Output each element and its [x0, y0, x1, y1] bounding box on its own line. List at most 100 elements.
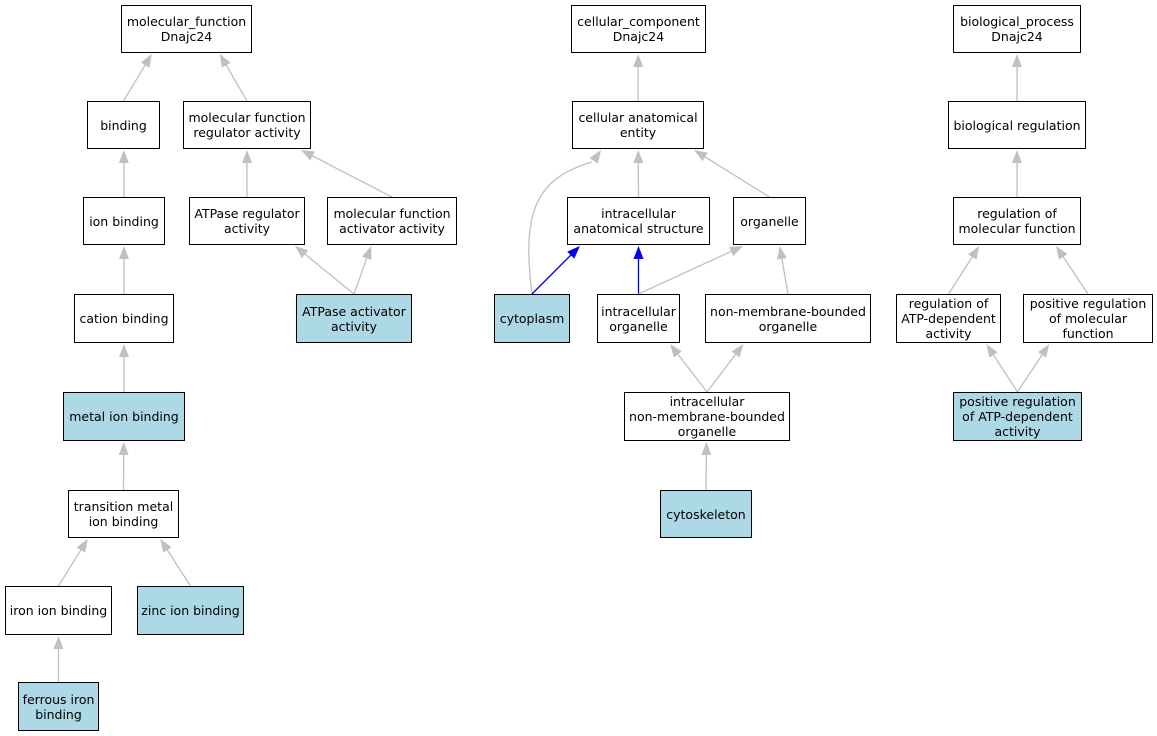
edge-arrowhead	[119, 344, 129, 357]
node-intracellular-anatomical-structure[interactable]: intracellular anatomical structure	[567, 197, 710, 245]
edge-line	[311, 154, 393, 198]
node-molecular-function-regulator-activity[interactable]: molecular function regulator activity	[183, 101, 311, 149]
node-molecular-function-activator-activity[interactable]: molecular function activator activity	[327, 197, 457, 245]
node-label: organelle	[740, 213, 799, 229]
edge-arrowhead	[986, 344, 998, 358]
node-molecular-function-root[interactable]: molecular_function Dnajc24	[121, 5, 252, 53]
node-label: cytoskeleton	[666, 506, 746, 522]
edge-line	[1016, 353, 1044, 393]
node-label: cellular anatomical entity	[578, 110, 698, 140]
edge-arrowhead	[589, 150, 601, 164]
node-label: non-membrane-bounded organelle	[710, 303, 866, 334]
edge-line	[353, 257, 368, 295]
node-label: ATPase activator activity	[302, 303, 406, 334]
node-label: biological_process Dnajc24	[960, 14, 1074, 44]
edge-line	[57, 548, 82, 587]
edge-arrowhead	[567, 246, 580, 259]
edge-arrowhead	[242, 150, 252, 163]
edge-arrowhead	[670, 344, 682, 358]
node-label: cation binding	[79, 311, 169, 326]
node-label: metal ion binding	[69, 409, 179, 424]
node-label: regulation of molecular function	[958, 206, 1076, 236]
node-label: positive regulation of ATP-dependent act…	[959, 394, 1076, 439]
node-label: ATPase regulator activity	[194, 206, 300, 236]
node-cellular-component-root[interactable]: cellular_component Dnajc24	[571, 5, 706, 53]
edge-arrowhead	[118, 150, 129, 164]
node-intracellular-non-membrane-bounded-organelle[interactable]: intracellular non-membrane-bounded organ…	[624, 392, 790, 441]
node-regulation-of-molecular-function[interactable]: regulation of molecular function	[953, 197, 1081, 245]
node-iron-ion-binding[interactable]: iron ion binding	[5, 586, 112, 635]
node-label: intracellular organelle	[601, 303, 676, 334]
edge-arrowhead	[160, 539, 172, 553]
edge-line	[122, 63, 147, 102]
node-atpase-regulator-activity[interactable]: ATPase regulator activity	[189, 197, 305, 245]
edge-arrowhead	[295, 246, 309, 259]
node-label: cellular_component Dnajc24	[577, 14, 700, 44]
edge-arrowhead	[362, 246, 372, 260]
edge-arrowhead	[1012, 54, 1022, 67]
node-label: molecular function regulator activity	[188, 110, 306, 140]
node-label: regulation of ATP-dependent activity	[901, 296, 996, 341]
node-ion-binding[interactable]: ion binding	[83, 197, 165, 245]
node-positive-regulation-of-atp-dependent-activity[interactable]: positive regulation of ATP-dependent act…	[953, 392, 1082, 441]
edge-arrowhead	[1037, 344, 1050, 358]
node-regulation-of-atp-dependent-activity[interactable]: regulation of ATP-dependent activity	[896, 294, 1001, 343]
edge-line	[638, 250, 733, 295]
edge-arrowhead	[633, 54, 644, 68]
node-biological-regulation[interactable]: biological regulation	[948, 101, 1086, 149]
edge-line	[225, 64, 248, 102]
edge-arrowhead	[633, 246, 644, 259]
edge-arrowhead	[968, 246, 980, 260]
node-ferrous-iron-binding[interactable]: ferrous iron binding	[18, 682, 99, 731]
edge-line	[528, 161, 593, 295]
node-label: transition metal ion binding	[73, 499, 174, 529]
node-biological-process-root[interactable]: biological_process Dnajc24	[953, 5, 1081, 53]
node-label: cytoplasm	[499, 311, 565, 326]
node-cation-binding[interactable]: cation binding	[74, 294, 174, 343]
node-label: intracellular anatomical structure	[573, 206, 704, 236]
node-label: binding	[100, 117, 147, 133]
edge-arrowhead	[701, 442, 712, 456]
edge-line	[531, 254, 572, 295]
edge-line	[1062, 255, 1089, 295]
node-organelle[interactable]: organelle	[733, 197, 806, 245]
node-intracellular-organelle[interactable]: intracellular organelle	[597, 294, 680, 343]
edge-arrowhead	[140, 54, 152, 68]
node-positive-regulation-of-molecular-function[interactable]: positive regulation of molecular functio…	[1023, 294, 1153, 343]
edge-arrowhead	[731, 344, 744, 358]
node-cellular-anatomical-entity[interactable]: cellular anatomical entity	[572, 101, 704, 149]
edge-arrowhead	[1056, 246, 1068, 260]
edge-line	[992, 353, 1019, 393]
node-atpase-activator-activity[interactable]: ATPase activator activity	[296, 294, 412, 343]
edge-arrowhead	[694, 150, 708, 162]
edge-line	[703, 155, 770, 198]
edge-arrowhead	[1012, 150, 1022, 163]
edge-arrowhead	[76, 539, 88, 553]
edge-line	[303, 253, 355, 295]
edge-arrowhead	[301, 150, 315, 161]
edge-arrowhead	[219, 54, 231, 68]
node-transition-metal-ion-binding[interactable]: transition metal ion binding	[68, 490, 179, 538]
edge-line	[706, 353, 737, 393]
edge-arrowhead	[729, 246, 743, 256]
edge-line	[947, 255, 974, 295]
node-label: intracellular non-membrane-bounded organ…	[629, 394, 785, 439]
node-label: ferrous iron binding	[22, 691, 95, 722]
edge-arrowhead	[633, 150, 644, 164]
edge-arrowhead	[776, 246, 787, 260]
node-binding[interactable]: binding	[87, 101, 160, 149]
edge-arrowhead	[53, 636, 64, 649]
node-label: iron ion binding	[9, 603, 108, 618]
node-cytoskeleton[interactable]: cytoskeleton	[660, 490, 752, 538]
edge-arrowhead	[118, 442, 129, 456]
node-cytoplasm[interactable]: cytoplasm	[494, 294, 570, 343]
edge-arrowhead	[119, 246, 129, 259]
edge-line	[676, 353, 708, 393]
node-label: positive regulation of molecular functio…	[1029, 296, 1147, 341]
node-non-membrane-bounded-organelle[interactable]: non-membrane-bounded organelle	[705, 294, 871, 343]
node-metal-ion-binding[interactable]: metal ion binding	[63, 392, 185, 441]
node-zinc-ion-binding[interactable]: zinc ion binding	[137, 586, 244, 635]
node-label: ion binding	[89, 213, 159, 229]
